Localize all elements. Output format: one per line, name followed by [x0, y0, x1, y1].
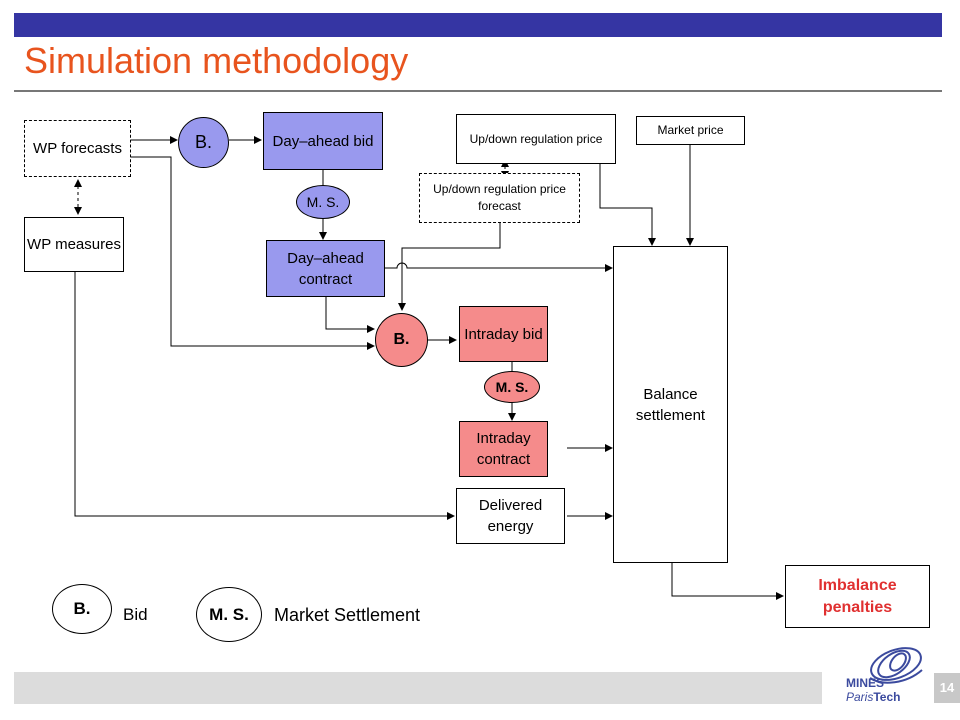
- node-updown-price: Up/down regulation price: [456, 114, 616, 164]
- edge-balance-penalties: [671, 563, 784, 600]
- node-updown-price-label: Up/down regulation price: [469, 131, 603, 146]
- node-bid-1-label: B.: [194, 132, 212, 152]
- node-intraday-bid: Intraday bid: [459, 306, 548, 362]
- node-bid-1: B.: [178, 117, 229, 168]
- top-banner: [14, 13, 942, 37]
- logo-line2b: Tech: [873, 690, 901, 704]
- edge-forecast-bid2: [398, 223, 501, 311]
- node-dayahead-bid-label: Day–ahead bid: [272, 132, 374, 150]
- legend-bid-symbol-label: B.: [73, 599, 91, 618]
- node-dayahead-contract-label: Day–ahead contract: [287, 249, 364, 288]
- legend-ms-label: Market Settlement: [274, 605, 421, 625]
- node-imbalance-penalties: Imbalance penalties: [785, 565, 930, 628]
- legend-bid-label: Bid: [123, 605, 148, 624]
- node-ms-1-label: M. S.: [306, 194, 340, 210]
- node-updown-forecast-label: Up/down regulation price forecast: [433, 182, 566, 213]
- node-ms-1: M. S.: [296, 185, 350, 219]
- node-updown-forecast: Up/down regulation price forecast: [419, 173, 580, 223]
- node-wp-forecasts-label: WP forecasts: [33, 140, 122, 157]
- node-ms-2-label: M. S.: [495, 379, 529, 395]
- logo-line2a: Paris: [846, 690, 874, 704]
- logo-text: MINES ParisTech: [846, 676, 900, 704]
- slide-title: Simulation methodology: [24, 40, 409, 81]
- node-wp-forecasts: WP forecasts: [24, 120, 131, 177]
- legend-ms-symbol-label: M. S.: [209, 604, 249, 624]
- node-ms-2: M. S.: [484, 371, 540, 403]
- page-number: 14: [934, 673, 960, 703]
- edge-measures-delivered: [74, 272, 455, 520]
- footer-bar: [14, 672, 822, 704]
- node-intraday-bid-label: Intraday bid: [464, 325, 543, 343]
- node-market-price: Market price: [636, 116, 745, 145]
- node-delivered-energy: Delivered energy: [456, 488, 565, 544]
- node-market-price-label: Market price: [657, 123, 724, 137]
- legend-bid-symbol: B.: [52, 584, 112, 634]
- node-balance-settlement: Balance settlement: [613, 246, 728, 563]
- edge-forecasts-bid2: [131, 156, 375, 350]
- logo-line1: MINES: [846, 676, 885, 690]
- edge-dacontract-balance: [385, 262, 613, 272]
- node-dayahead-bid: Day–ahead bid: [263, 112, 383, 170]
- node-intraday-contract-label: Intraday contract: [476, 430, 531, 468]
- node-imbalance-penalties-label: Imbalance penalties: [818, 576, 897, 616]
- edge-price-balance: [599, 164, 656, 246]
- node-intraday-contract: Intraday contract: [459, 421, 548, 477]
- node-delivered-energy-label: Delivered energy: [478, 497, 543, 535]
- node-wp-measures: WP measures: [24, 217, 124, 272]
- mines-paristech-logo: [869, 647, 923, 684]
- node-wp-measures-label: WP measures: [27, 236, 121, 253]
- node-bid-2: B.: [375, 313, 428, 367]
- legend-ms-symbol: M. S.: [196, 587, 262, 642]
- node-bid-2-label: B.: [393, 331, 410, 348]
- node-dayahead-contract: Day–ahead contract: [266, 240, 385, 297]
- title-divider: [14, 90, 942, 92]
- edge-dacontract-bid2: [325, 297, 375, 333]
- node-balance-settlement-label: Balance settlement: [635, 385, 706, 424]
